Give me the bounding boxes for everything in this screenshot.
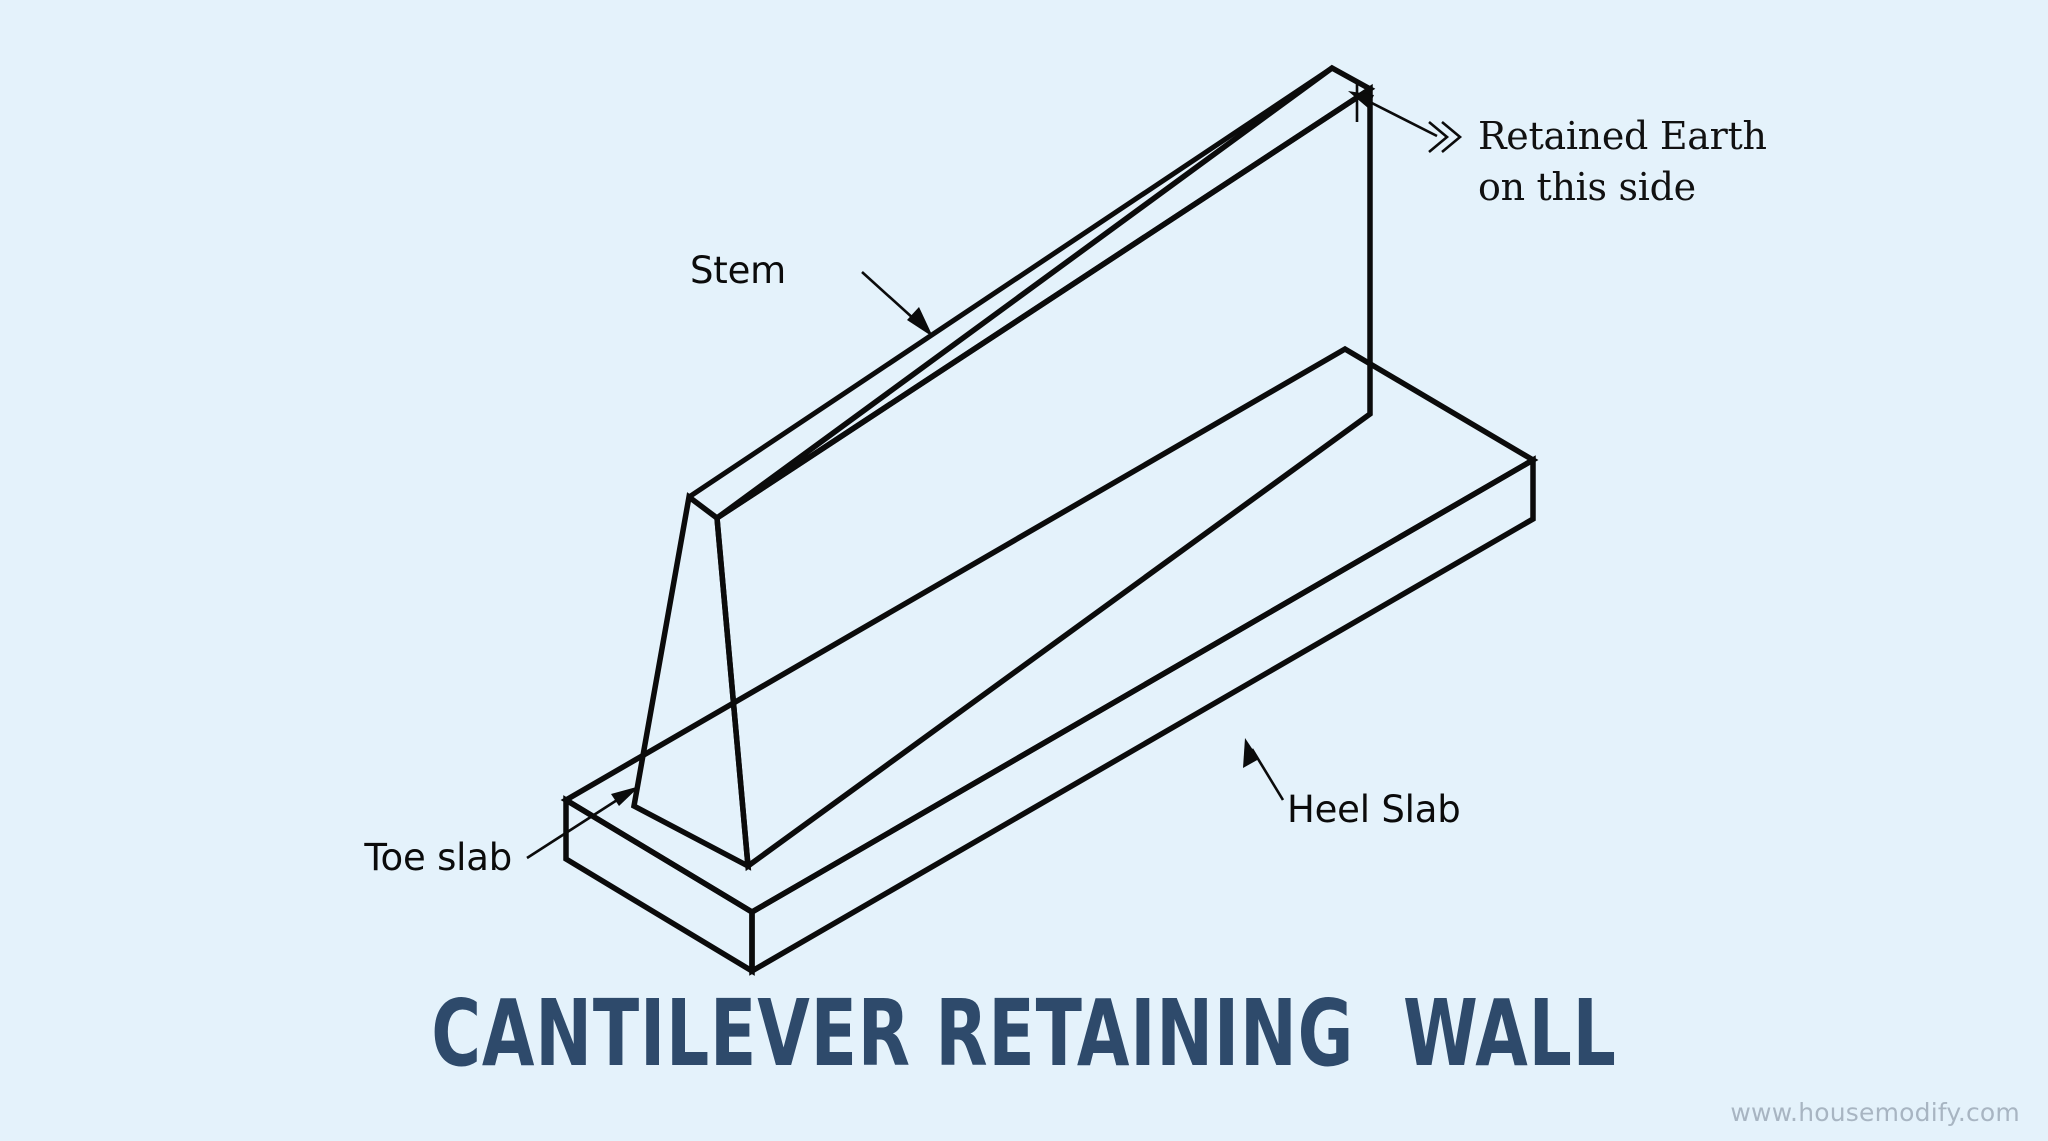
stem-main-face [714, 83, 1373, 872]
page-title: CANTILEVER RETAINING WALL [431, 980, 1617, 1087]
heel-slab-label: Heel Slab [1287, 788, 1461, 831]
callout-toe-slab: Toe slab [363, 786, 640, 879]
retained-earth-chevron-icon [1428, 121, 1463, 153]
stem-near-tapered-face [630, 492, 752, 871]
base-footing-slab [560, 345, 1539, 976]
stem-arrow-head [907, 307, 933, 337]
stem-wall [630, 64, 1376, 872]
toe-slab-leader-line [526, 791, 629, 860]
retained-earth-arrow-head [1348, 91, 1374, 108]
stem-label: Stem [690, 249, 786, 292]
footing-front-face [749, 455, 1536, 976]
stem-top-face [715, 64, 1376, 521]
toe-slab-label: Toe slab [363, 836, 512, 879]
callout-retained-earth: Retained Earth on this side [1348, 82, 1767, 209]
retained-earth-leader-line [1357, 94, 1438, 138]
stem-top-left-edge [687, 65, 1334, 500]
callout-heel-slab: Heel Slab [1243, 738, 1461, 831]
footing-left-end-face [563, 795, 755, 976]
toe-slab-arrow-head [611, 786, 640, 806]
retained-earth-label-line2: on this side [1478, 165, 1696, 209]
watermark: www.housemodify.com [1730, 1098, 2020, 1127]
callout-stem: Stem [690, 249, 933, 337]
heel-slab-arrow-head [1243, 738, 1259, 768]
retained-earth-label-line1: Retained Earth [1478, 114, 1767, 158]
